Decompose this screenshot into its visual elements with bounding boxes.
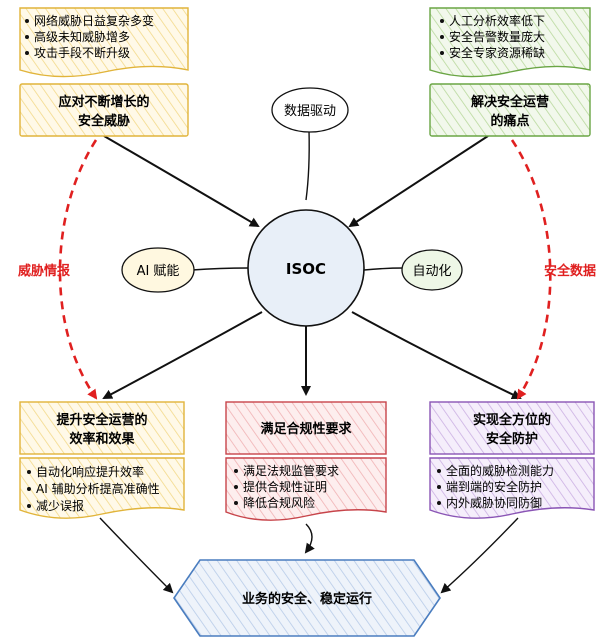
arrow-righttop-to-isoc bbox=[348, 135, 489, 228]
isoc-label: ISOC bbox=[286, 260, 326, 278]
connectors bbox=[58, 129, 552, 594]
bottom-left-bullet-2: AI 辅助分析提高准确性 bbox=[36, 481, 160, 496]
bottom-left-group: 提升安全运营的 效率和效果 自动化响应提升效率 AI 辅助分析提高准确性 减少误… bbox=[19, 401, 185, 519]
bottom-right-bullets-box bbox=[429, 457, 595, 519]
bottom-right-title-line-2: 安全防护 bbox=[486, 431, 538, 447]
satellite-top-label: 数据驱动 bbox=[284, 104, 336, 119]
bottom-mid-bullet-3: 降低合规风险 bbox=[243, 495, 315, 510]
side-label-left: 威胁情报 bbox=[18, 263, 71, 279]
right-top-title-line-2: 的痛点 bbox=[490, 113, 529, 129]
outcome-node: 业务的安全、稳定运行 bbox=[173, 559, 441, 637]
left-top-bullet-2: 高级未知威胁增多 bbox=[34, 29, 130, 44]
bottom-left-title-line-1: 提升安全运营的 bbox=[56, 412, 147, 428]
bottom-right-bullet-1: 全面的威胁检测能力 bbox=[446, 463, 554, 478]
bottom-left-bullet-1: 自动化响应提升效率 bbox=[36, 464, 144, 479]
left-top-bullets-box bbox=[19, 7, 189, 78]
right-top-bullet-1: 人工分析效率低下 bbox=[449, 13, 545, 28]
arrow-isoc-to-bottomright bbox=[351, 311, 522, 400]
arrow-bottomleft-to-outcome bbox=[99, 517, 174, 594]
arrow-bottommid-to-outcome bbox=[304, 523, 315, 554]
right-top-bullets-box bbox=[429, 7, 591, 78]
bottom-right-bullet-2: 端到端的安全防护 bbox=[446, 479, 542, 494]
outcome-label: 业务的安全、稳定运行 bbox=[242, 591, 372, 607]
bottom-right-title-line-1: 实现全方位的 bbox=[473, 412, 551, 428]
right-top-title-line-1: 解决安全运营 bbox=[470, 94, 549, 110]
link-left-satellite bbox=[191, 267, 249, 271]
right-top-group: 人工分析效率低下 安全告警数量庞大 安全专家资源稀缺 解决安全运营 的痛点 bbox=[429, 7, 591, 137]
left-top-title-line-1: 应对不断增长的 bbox=[58, 94, 149, 110]
left-top-title-box bbox=[19, 83, 189, 137]
bottom-mid-title-line-1: 满足合规性要求 bbox=[260, 421, 352, 437]
bottom-mid-bullet-1: 满足法规监管要求 bbox=[243, 463, 339, 478]
bottom-right-group: 实现全方位的 安全防护 全面的威胁检测能力 端到端的安全防护 内外威胁协同防御 bbox=[429, 401, 595, 519]
left-top-bullet-1: 网络威胁日益复杂多变 bbox=[34, 13, 154, 28]
outcome-hexagon bbox=[173, 559, 441, 637]
dashed-arrow-left bbox=[58, 139, 98, 400]
bottom-right-bullet-3: 内外威胁协同防御 bbox=[446, 495, 542, 510]
arrow-isoc-to-bottomleft bbox=[102, 311, 263, 399]
dashed-arrow-right bbox=[510, 139, 552, 400]
bottom-mid-title-box bbox=[225, 401, 387, 455]
link-top-satellite bbox=[305, 129, 310, 201]
bottom-left-title-box bbox=[19, 401, 185, 455]
satellite-top-bubble bbox=[271, 87, 349, 133]
right-top-title-box bbox=[429, 83, 591, 137]
satellite-left-label: AI 赋能 bbox=[137, 264, 180, 279]
bottom-mid-bullet-2: 提供合规性证明 bbox=[243, 479, 327, 494]
satellite-top: 数据驱动 bbox=[271, 87, 349, 133]
bottom-left-bullets-box bbox=[19, 457, 185, 519]
bottom-mid-group: 满足合规性要求 满足法规监管要求 提供合规性证明 降低合规风险 bbox=[225, 401, 387, 521]
left-top-title-line-2: 安全威胁 bbox=[78, 113, 130, 129]
right-top-bullet-3: 安全专家资源稀缺 bbox=[449, 45, 545, 60]
side-label-right: 安全数据 bbox=[544, 263, 596, 279]
satellite-right-label: 自动化 bbox=[412, 264, 451, 279]
arrow-lefttop-to-isoc bbox=[103, 135, 260, 228]
isoc-circle bbox=[247, 209, 365, 327]
satellite-left-bubble bbox=[121, 247, 195, 293]
left-top-group: 网络威胁日益复杂多变 高级未知威胁增多 攻击手段不断升级 应对不断增长的 安全威… bbox=[19, 7, 189, 137]
bottom-right-title-box bbox=[429, 401, 595, 455]
satellite-right-bubble bbox=[401, 249, 463, 291]
arrow-bottomright-to-outcome bbox=[440, 517, 519, 594]
right-top-bullet-2: 安全告警数量庞大 bbox=[449, 29, 545, 44]
isoc-node: ISOC bbox=[247, 209, 365, 327]
bottom-left-title-line-2: 效率和效果 bbox=[69, 431, 134, 447]
satellite-left: AI 赋能 bbox=[121, 247, 195, 293]
bottom-mid-bullets-box bbox=[225, 457, 387, 521]
bottom-left-bullet-3: 减少误报 bbox=[36, 498, 84, 513]
left-top-bullet-3: 攻击手段不断升级 bbox=[34, 45, 130, 60]
link-right-satellite bbox=[363, 267, 405, 271]
satellite-right: 自动化 bbox=[401, 249, 463, 291]
